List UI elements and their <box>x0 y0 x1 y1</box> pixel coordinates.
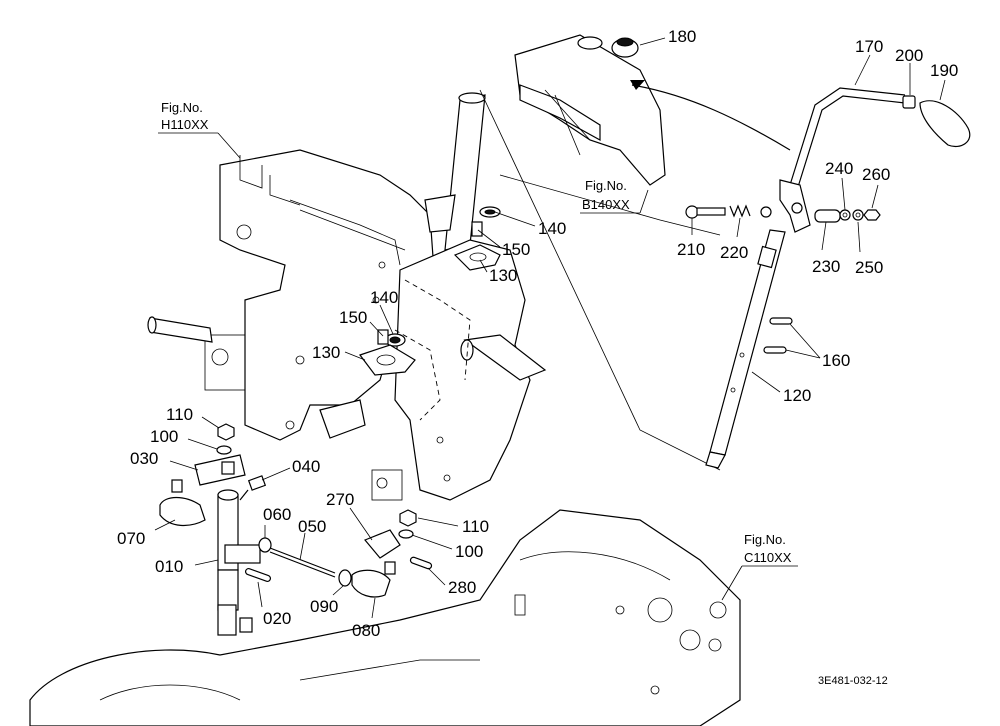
guide-lines <box>479 89 721 471</box>
fig-ref-b140[interactable]: Fig.No. B140XX <box>580 178 649 214</box>
fig-ref-h110-line2: H110XX <box>161 117 209 132</box>
part-label-160: 160 <box>822 351 850 370</box>
part-label-250: 250 <box>855 258 883 277</box>
part-label-010: 010 <box>155 557 183 576</box>
fig-ref-b140-line1: Fig.No. <box>585 178 627 193</box>
part-label-190: 190 <box>930 61 958 80</box>
part-label-230: 230 <box>812 257 840 276</box>
part-label-130-upper: 130 <box>489 266 517 285</box>
pivot-hardware-lower <box>359 329 416 376</box>
part-label-110-left: 110 <box>166 405 193 424</box>
part-label-040: 040 <box>292 457 320 476</box>
linkage-assembly <box>159 423 433 636</box>
lever-assembly <box>685 87 971 469</box>
fig-ref-c110-line1: Fig.No. <box>744 532 786 547</box>
part-label-080: 080 <box>352 621 380 640</box>
support-plate <box>371 239 547 501</box>
part-label-140-upper: 140 <box>538 219 566 238</box>
part-label-220: 220 <box>720 243 748 262</box>
part-label-120: 120 <box>783 386 811 405</box>
part-label-060: 060 <box>263 505 291 524</box>
pivot-hardware-upper <box>453 206 501 271</box>
figure-code: 3E481-032-12 <box>818 675 888 687</box>
part-label-150-lower: 150 <box>339 308 367 327</box>
part-label-100-right: 100 <box>455 542 483 561</box>
fig-ref-b140-line2: B140XX <box>582 197 630 212</box>
transmission-housing <box>29 509 741 726</box>
part-label-260: 260 <box>862 165 890 184</box>
guide-lines-2 <box>499 174 721 236</box>
reference-arrow <box>630 80 791 151</box>
part-label-210: 210 <box>677 240 705 259</box>
part-label-240: 240 <box>825 159 853 178</box>
hidden-lines <box>394 279 471 421</box>
fig-ref-h110-line1: Fig.No. <box>161 100 203 115</box>
part-label-270: 270 <box>326 490 354 509</box>
dashboard-panel <box>514 34 666 186</box>
part-label-130-lower: 130 <box>312 343 340 362</box>
part-label-070: 070 <box>117 529 145 548</box>
part-label-020: 020 <box>263 609 291 628</box>
fig-ref-h110[interactable]: Fig.No. H110XX <box>158 100 241 159</box>
part-label-110-right: 110 <box>462 517 489 536</box>
part-label-050: 050 <box>298 517 326 536</box>
part-label-090: 090 <box>310 597 338 616</box>
left-shaft <box>147 316 213 343</box>
part-label-100-left: 100 <box>150 427 178 446</box>
part-label-280: 280 <box>448 578 476 597</box>
part-label-200: 200 <box>895 46 923 65</box>
part-label-170: 170 <box>855 37 883 56</box>
part-label-030: 030 <box>130 449 158 468</box>
part-label-140-lower: 140 <box>370 288 398 307</box>
part-label-150-upper: 150 <box>502 240 530 259</box>
lever-knob <box>919 100 971 148</box>
fig-ref-c110[interactable]: Fig.No. C110XX <box>721 532 798 601</box>
part-label-180: 180 <box>668 27 696 46</box>
part-callouts: 180 170 200 190 240 260 140 150 130 210 … <box>117 27 958 640</box>
fig-ref-c110-line2: C110XX <box>744 550 792 565</box>
